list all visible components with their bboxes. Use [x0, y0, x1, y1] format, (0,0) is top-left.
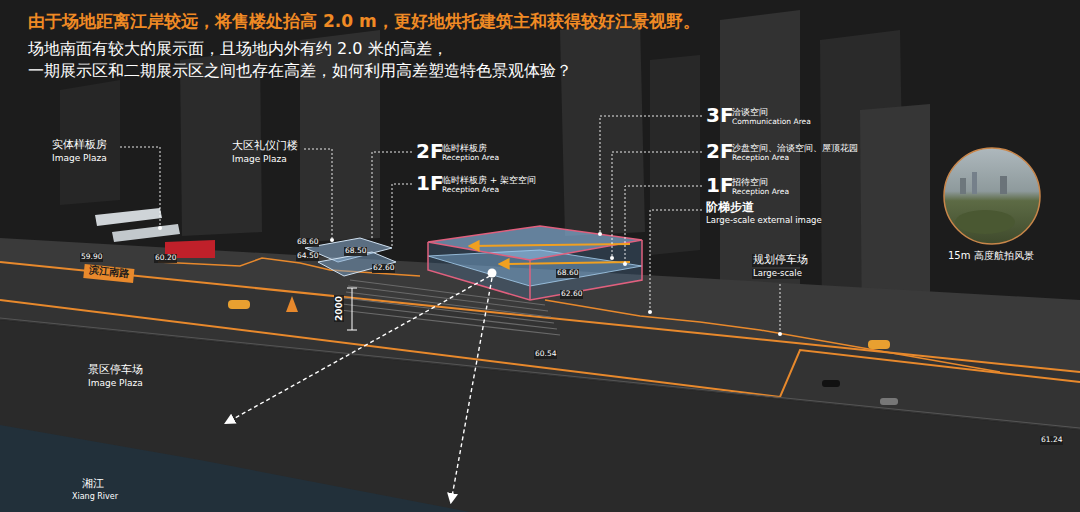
floor-label: 招待空间 — [732, 177, 768, 187]
floor-sublabel: Reception Area — [442, 186, 499, 195]
photo-building — [1000, 176, 1007, 194]
route-line — [545, 300, 1000, 372]
area-label: 景区停车场 — [88, 364, 143, 377]
view-arrow — [451, 278, 492, 502]
dimension-tick — [347, 330, 357, 331]
river — [0, 425, 470, 512]
leader-dot — [648, 310, 652, 314]
roof-outline — [428, 226, 642, 260]
leader-line — [650, 210, 702, 310]
floor-sublabel: Communication Area — [732, 118, 811, 127]
leader-line — [612, 152, 702, 256]
leader-dot — [158, 226, 162, 230]
floor-sublabel: Reception Area — [732, 188, 789, 197]
callout-sublabel: Image Plaza — [52, 153, 107, 163]
building-edge — [529, 260, 531, 300]
leader-line — [304, 149, 332, 238]
sample-house — [95, 208, 162, 226]
floor-sublabel: Reception Area — [732, 154, 789, 163]
flow-arrow — [470, 244, 630, 246]
elevation-mark: 60.54 — [534, 350, 557, 359]
title-text: 由于场地距离江岸较远，将售楼处抬高 2.0 m，更好地烘托建筑主和获得较好江景视… — [28, 12, 700, 32]
floor-number: 2F — [706, 140, 734, 163]
step-line — [342, 304, 557, 329]
elevation-mark: 68.60 — [556, 269, 579, 278]
photo-building — [972, 172, 977, 194]
floor-number: 1F — [416, 172, 444, 195]
floor-label: 沙盘空间、洽谈空间、屋顶花园 — [732, 143, 858, 153]
dimension-tick — [347, 288, 357, 289]
view-arrow — [226, 276, 490, 423]
road-tag — [83, 264, 134, 283]
callout-label: 规划停车场 — [752, 254, 809, 267]
floor-sublabel: Reception Area — [442, 154, 499, 163]
callout-label: 阶梯步道 — [706, 201, 754, 215]
floor-label: 洽谈空间 — [732, 107, 768, 117]
tower-silhouette — [560, 20, 645, 236]
elevation-mark: 68.50 — [344, 247, 367, 256]
person-marker — [286, 296, 298, 312]
callout-label: 大区礼仪门楼 — [232, 140, 298, 153]
view-point — [488, 269, 497, 278]
building-outline — [428, 240, 642, 300]
road-tag-band — [83, 264, 134, 283]
leader-dot — [778, 332, 782, 336]
leader-dot — [330, 238, 334, 242]
aerial-photo — [944, 148, 1040, 244]
subtitle-text: 场地南面有较大的展示面，且场地内外有约 2.0 米的高差， — [28, 40, 448, 58]
callout-sublabel: Large-scale — [752, 269, 803, 279]
elevation-mark: 62.60 — [560, 290, 583, 299]
flow-arrow — [500, 262, 630, 264]
elevation-mark: 61.24 — [1040, 436, 1063, 445]
photo-building — [960, 178, 966, 194]
elevation-mark: 59.90 — [80, 253, 103, 262]
leader-dot — [598, 232, 602, 236]
leader-line — [600, 116, 702, 232]
floor-number: 3F — [706, 104, 734, 127]
step-line — [340, 310, 560, 335]
building-volume — [428, 226, 642, 300]
car — [822, 380, 840, 387]
leader-lines — [120, 116, 780, 332]
leader-line — [392, 184, 412, 248]
lower-ground — [0, 320, 1080, 512]
floor-number: 2F — [416, 140, 444, 163]
photo-foliage — [955, 210, 1015, 234]
leader-dot — [610, 256, 614, 260]
sample-house — [112, 224, 180, 242]
road-line — [0, 300, 1080, 397]
river-sublabel: Xiang River — [72, 492, 118, 501]
leader-line — [780, 284, 781, 332]
leader-line — [625, 186, 702, 262]
tower-silhouette — [650, 55, 700, 255]
floor-label: 临时样板房 + 架空空间 — [442, 175, 536, 185]
road-edge — [0, 318, 1080, 428]
elevation-mark: 62.60 — [372, 264, 395, 273]
callout-sublabel: Image Plaza — [232, 154, 287, 164]
floor-label: 临时样板房 — [442, 143, 487, 153]
area-sublabel: Image Plaza — [88, 378, 143, 388]
car — [880, 398, 898, 405]
leader-line — [120, 147, 160, 226]
river-label: 湘江 — [82, 478, 104, 491]
dimension-line — [352, 288, 353, 330]
dimension-value: 2000 — [334, 295, 344, 322]
step-line — [344, 298, 554, 323]
leader-dot — [623, 262, 627, 266]
car — [868, 340, 890, 349]
car — [228, 300, 250, 309]
elevation-mark: 64.50 — [296, 252, 319, 261]
callout-label: 实体样板房 — [52, 139, 107, 152]
callout-sublabel: Large-scale external image — [706, 216, 822, 226]
floor-number: 1F — [706, 174, 734, 197]
elevation-mark: 68.60 — [296, 238, 319, 247]
subtitle-text: 一期展示区和二期展示区之间也存在高差，如何利用高差塑造特色景观体验？ — [28, 62, 572, 80]
elevation-mark: 60.20 — [154, 254, 177, 263]
photo-caption: 15m 高度航拍风景 — [948, 250, 1034, 262]
